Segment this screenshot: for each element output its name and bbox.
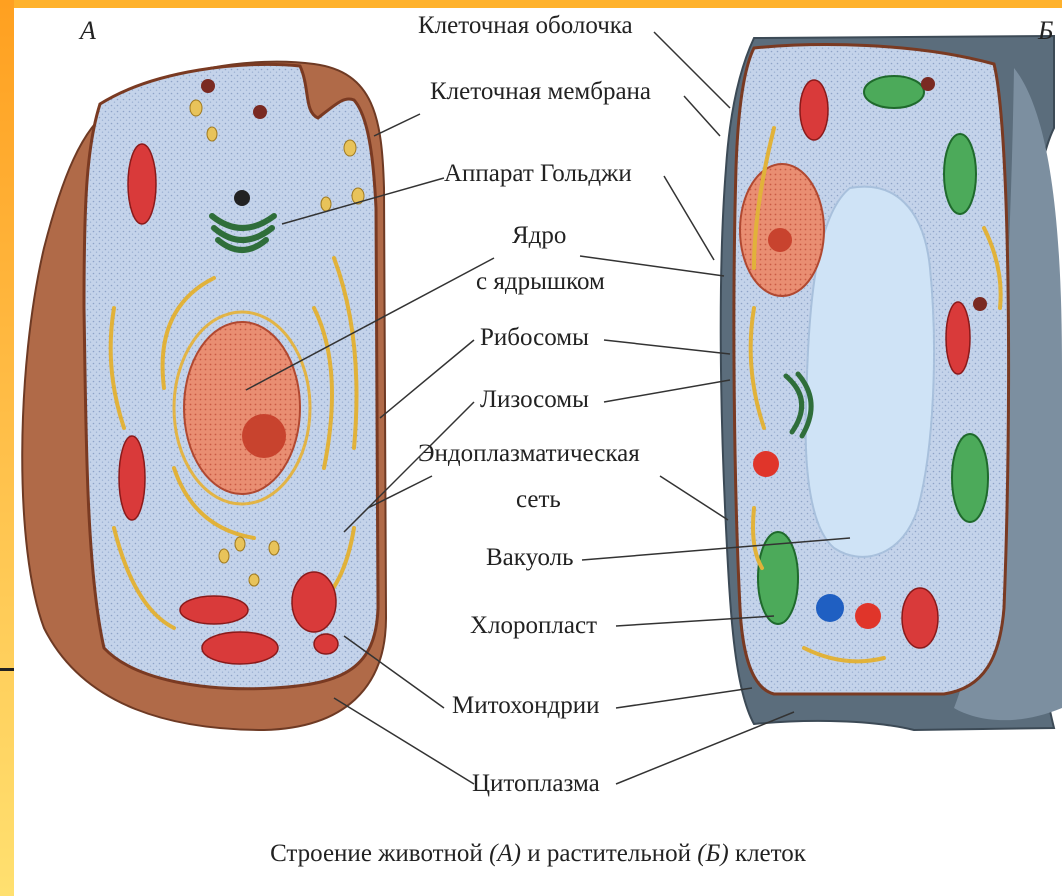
animal-nucleolus (242, 414, 286, 458)
plant-dark-granule (973, 297, 987, 311)
animal-cell (22, 62, 386, 730)
plant-nucleolus (768, 228, 792, 252)
label-cell-wall: Клеточная оболочка (418, 12, 633, 40)
plant-vacuole (806, 187, 934, 557)
animal-nucleus (174, 312, 310, 504)
label-mitochondria: Митохондрии (452, 692, 600, 720)
label-lysosomes: Лизосомы (480, 386, 589, 414)
caption-part3: клеток (729, 840, 806, 867)
plant-cell (721, 36, 1062, 730)
plant-vesicle-blue (816, 594, 844, 622)
diagram-canvas: А Б Клеточная оболочка Клеточная мембран… (14, 8, 1062, 896)
label-cytoplasm: Цитоплазма (472, 770, 600, 798)
label-er-2: сеть (516, 486, 561, 514)
caption-part2: и растительной (521, 840, 697, 867)
plant-nucleus (740, 164, 824, 296)
label-letter-plant: Б (1038, 16, 1053, 46)
label-nucleus: Ядро (512, 222, 566, 250)
label-cell-membrane: Клеточная мембрана (430, 78, 651, 106)
frame-left (0, 0, 14, 896)
plant-dark-granule (921, 77, 935, 91)
label-vacuole: Вакуоль (486, 544, 574, 572)
label-golgi: Аппарат Гольджи (444, 160, 632, 188)
label-er: Эндоплазматическая (418, 440, 640, 468)
frame-top (0, 0, 1062, 8)
plant-vesicle-red (753, 451, 779, 477)
caption-plant: (Б) (697, 840, 728, 867)
caption-animal: (А) (489, 840, 521, 867)
animal-dark-granule (253, 105, 267, 119)
label-nucleolus: с ядрышком (476, 268, 605, 296)
label-letter-animal: А (80, 16, 96, 46)
caption-part1: Строение животной (270, 840, 489, 867)
label-ribosomes: Рибосомы (480, 324, 589, 352)
label-chloroplast: Хлоропласт (470, 612, 597, 640)
animal-dark-granule (201, 79, 215, 93)
plant-vesicle-red (855, 603, 881, 629)
caption: Строение животной (А) и растительной (Б)… (14, 840, 1062, 868)
